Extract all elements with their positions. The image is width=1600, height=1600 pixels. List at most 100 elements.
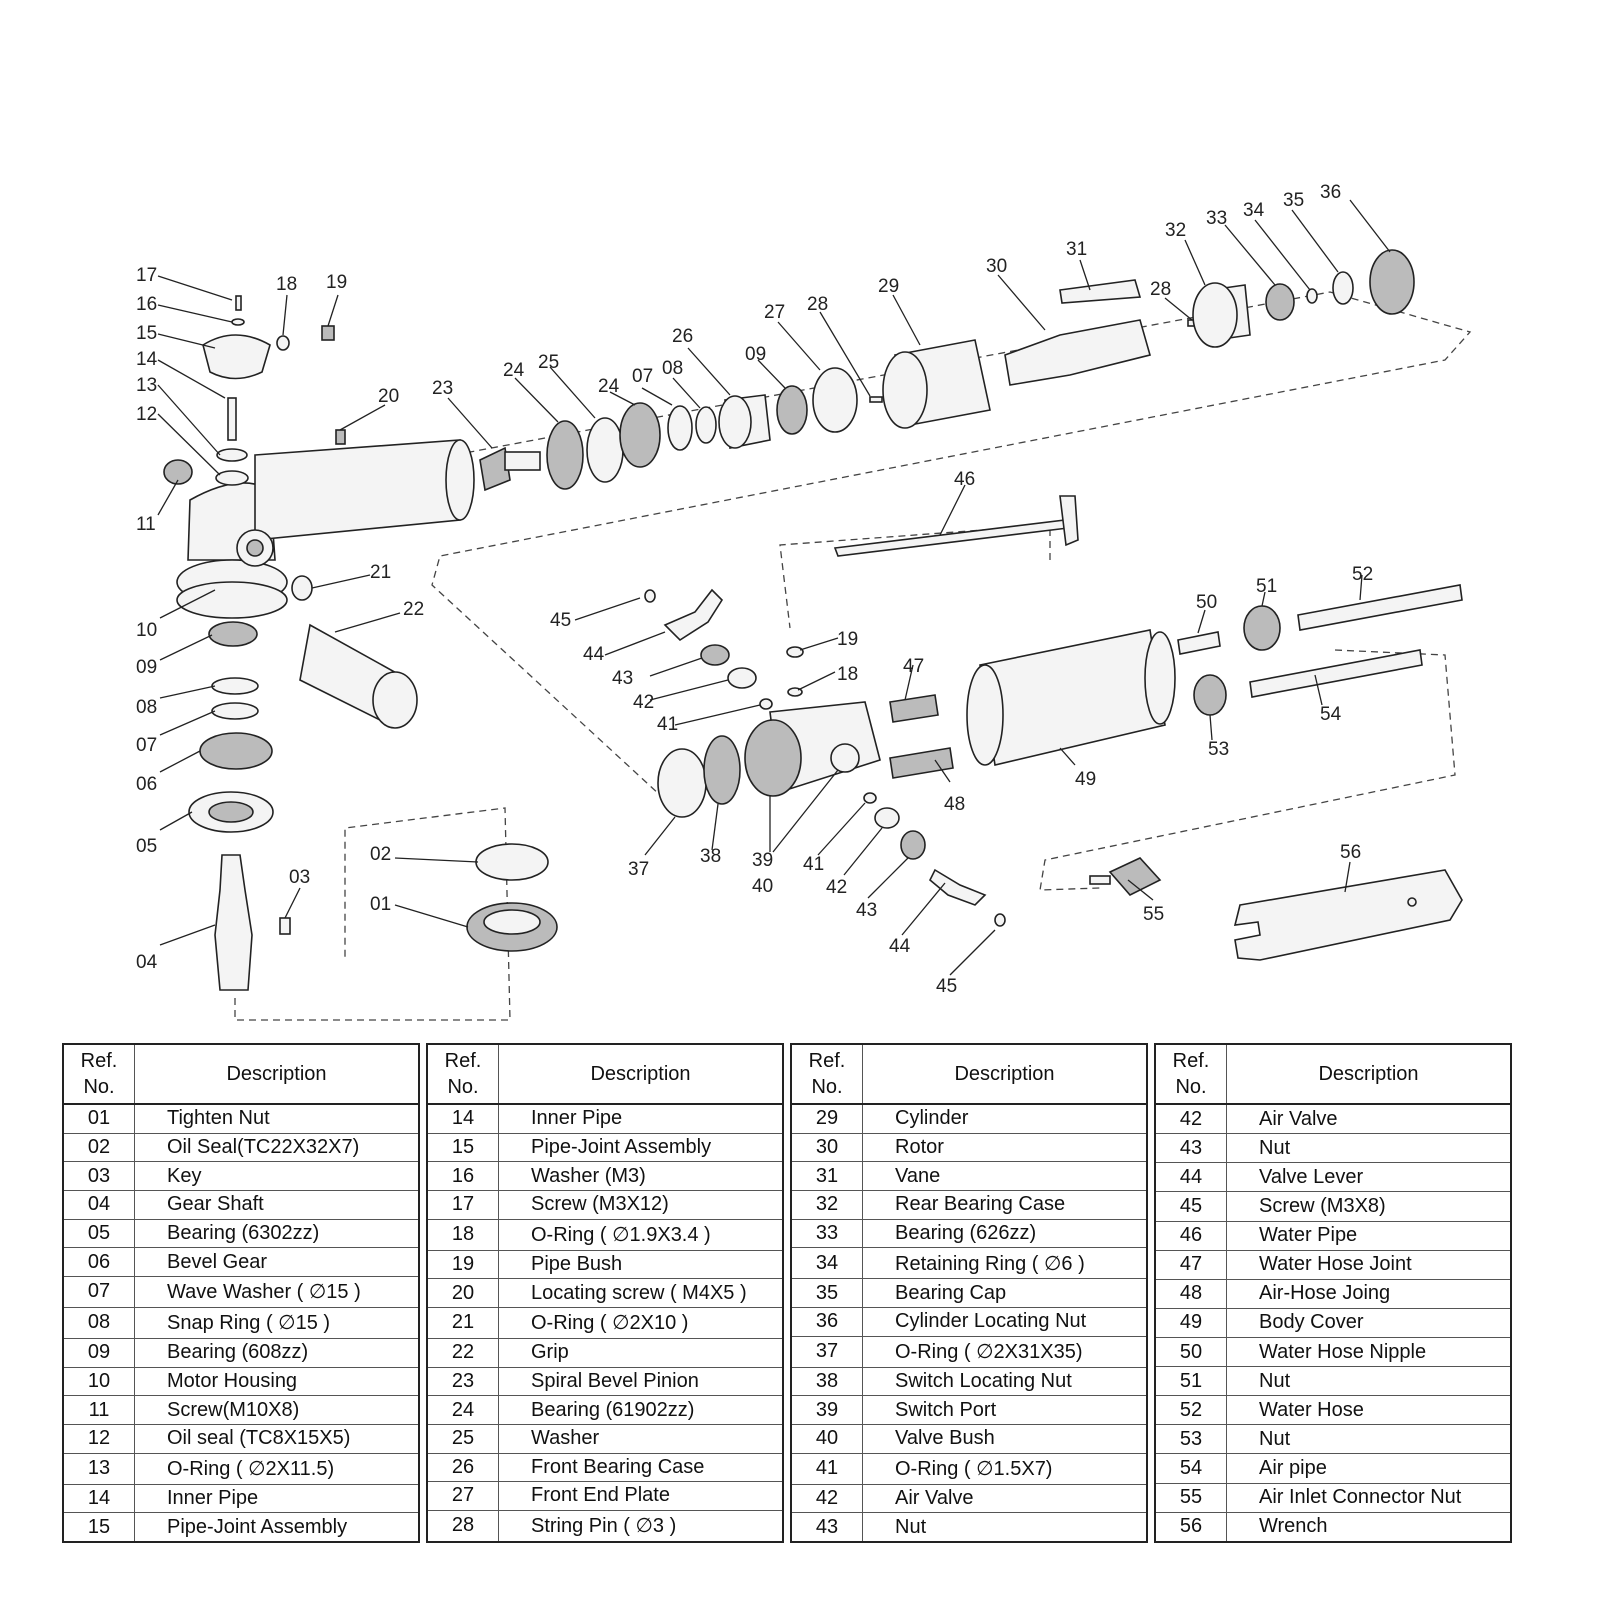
ref-cell: 07 <box>62 1275 135 1308</box>
description-cell: String Pin ( ∅3 ) <box>498 1509 784 1543</box>
lower-shaft-parts <box>188 621 558 991</box>
description-cell: Snap Ring ( ∅15 ) <box>134 1306 420 1339</box>
ref-label: 48 <box>944 794 965 815</box>
ref-label: 41 <box>803 854 824 875</box>
ref-cell: 15 <box>62 1512 135 1543</box>
ref-label: 05 <box>136 836 157 857</box>
wrench <box>1233 869 1463 961</box>
leader-lines <box>157 199 1391 976</box>
ref-cell: 28 <box>426 1509 499 1543</box>
description-cell: Inner Pipe <box>498 1103 784 1134</box>
ref-label: 39 <box>752 850 773 871</box>
ref-cell: 53 <box>1154 1424 1227 1455</box>
ref-label: 40 <box>752 876 773 897</box>
ref-label: 31 <box>1066 239 1087 260</box>
assembly-line-water <box>779 524 1051 629</box>
description-cell: Screw (M3X12) <box>498 1190 784 1220</box>
ref-label: 03 <box>289 867 310 888</box>
ref-label: 16 <box>136 294 157 315</box>
ref-cell: 23 <box>426 1366 499 1397</box>
ref-cell: 33 <box>790 1218 863 1249</box>
valve-lever-parts <box>644 588 1006 927</box>
ref-label: 34 <box>1243 200 1265 221</box>
ref-label: 18 <box>276 274 297 295</box>
ref-cell: 29 <box>790 1103 863 1134</box>
header-ref: Ref. <box>808 1050 846 1072</box>
ref-cell: 43 <box>790 1512 863 1543</box>
header-no: No. <box>811 1076 843 1098</box>
description-cell: Grip <box>498 1337 784 1368</box>
description-cell: Valve Lever <box>1226 1162 1512 1193</box>
ref-label: 28 <box>807 294 828 315</box>
header-description: Description <box>498 1043 784 1105</box>
ref-label: 44 <box>889 936 911 957</box>
ref-cell: 01 <box>62 1103 135 1134</box>
description-cell: Bearing (626zz) <box>862 1218 1148 1249</box>
ref-cell: 54 <box>1154 1453 1227 1484</box>
ref-cell: 56 <box>1154 1511 1227 1543</box>
ref-cell: 42 <box>1154 1103 1227 1135</box>
ref-label: 28 <box>1150 279 1171 300</box>
description-cell: Body Cover <box>1226 1307 1512 1338</box>
description-cell: Pipe-Joint Assembly <box>134 1512 420 1543</box>
header-description: Description <box>134 1043 420 1105</box>
hose-parts <box>1089 584 1463 896</box>
ref-label: 37 <box>628 859 649 880</box>
ref-cell: 05 <box>62 1218 135 1249</box>
description-cell: Air Valve <box>1226 1103 1512 1135</box>
header-ref-no: Ref.No. <box>426 1043 499 1105</box>
description-cell: Front End Plate <box>498 1481 784 1511</box>
description-cell: Screw(M10X8) <box>134 1395 420 1425</box>
ref-cell: 26 <box>426 1452 499 1483</box>
ref-label: 25 <box>538 352 559 373</box>
ref-cell: 18 <box>426 1218 499 1251</box>
ref-cell: 30 <box>790 1132 863 1163</box>
ref-label: 06 <box>136 774 157 795</box>
header-ref: Ref. <box>444 1050 482 1072</box>
description-cell: Nut <box>1226 1424 1512 1455</box>
header-no: No. <box>83 1076 115 1098</box>
ref-cell: 41 <box>790 1452 863 1485</box>
ref-label: 14 <box>136 349 158 370</box>
description-cell: Wrench <box>1226 1511 1512 1543</box>
ref-cell: 51 <box>1154 1366 1227 1397</box>
ref-cell: 31 <box>790 1161 863 1192</box>
ref-cell: 48 <box>1154 1278 1227 1309</box>
description-cell: Tighten Nut <box>134 1103 420 1134</box>
ref-label: 43 <box>856 900 877 921</box>
ref-label: 12 <box>136 404 157 425</box>
description-cell: Cylinder <box>862 1103 1148 1134</box>
description-cell: Bearing (6302zz) <box>134 1218 420 1249</box>
ref-cell: 15 <box>426 1132 499 1163</box>
header-no: No. <box>1175 1076 1207 1098</box>
ref-label: 22 <box>403 599 424 620</box>
ref-label: 36 <box>1320 182 1341 203</box>
ref-label: 08 <box>136 697 157 718</box>
ref-label: 17 <box>136 265 157 286</box>
ref-label: 29 <box>878 276 899 297</box>
header-ref-no: Ref.No. <box>1154 1043 1227 1105</box>
ref-cell: 35 <box>790 1278 863 1308</box>
ref-label: 04 <box>136 952 158 973</box>
